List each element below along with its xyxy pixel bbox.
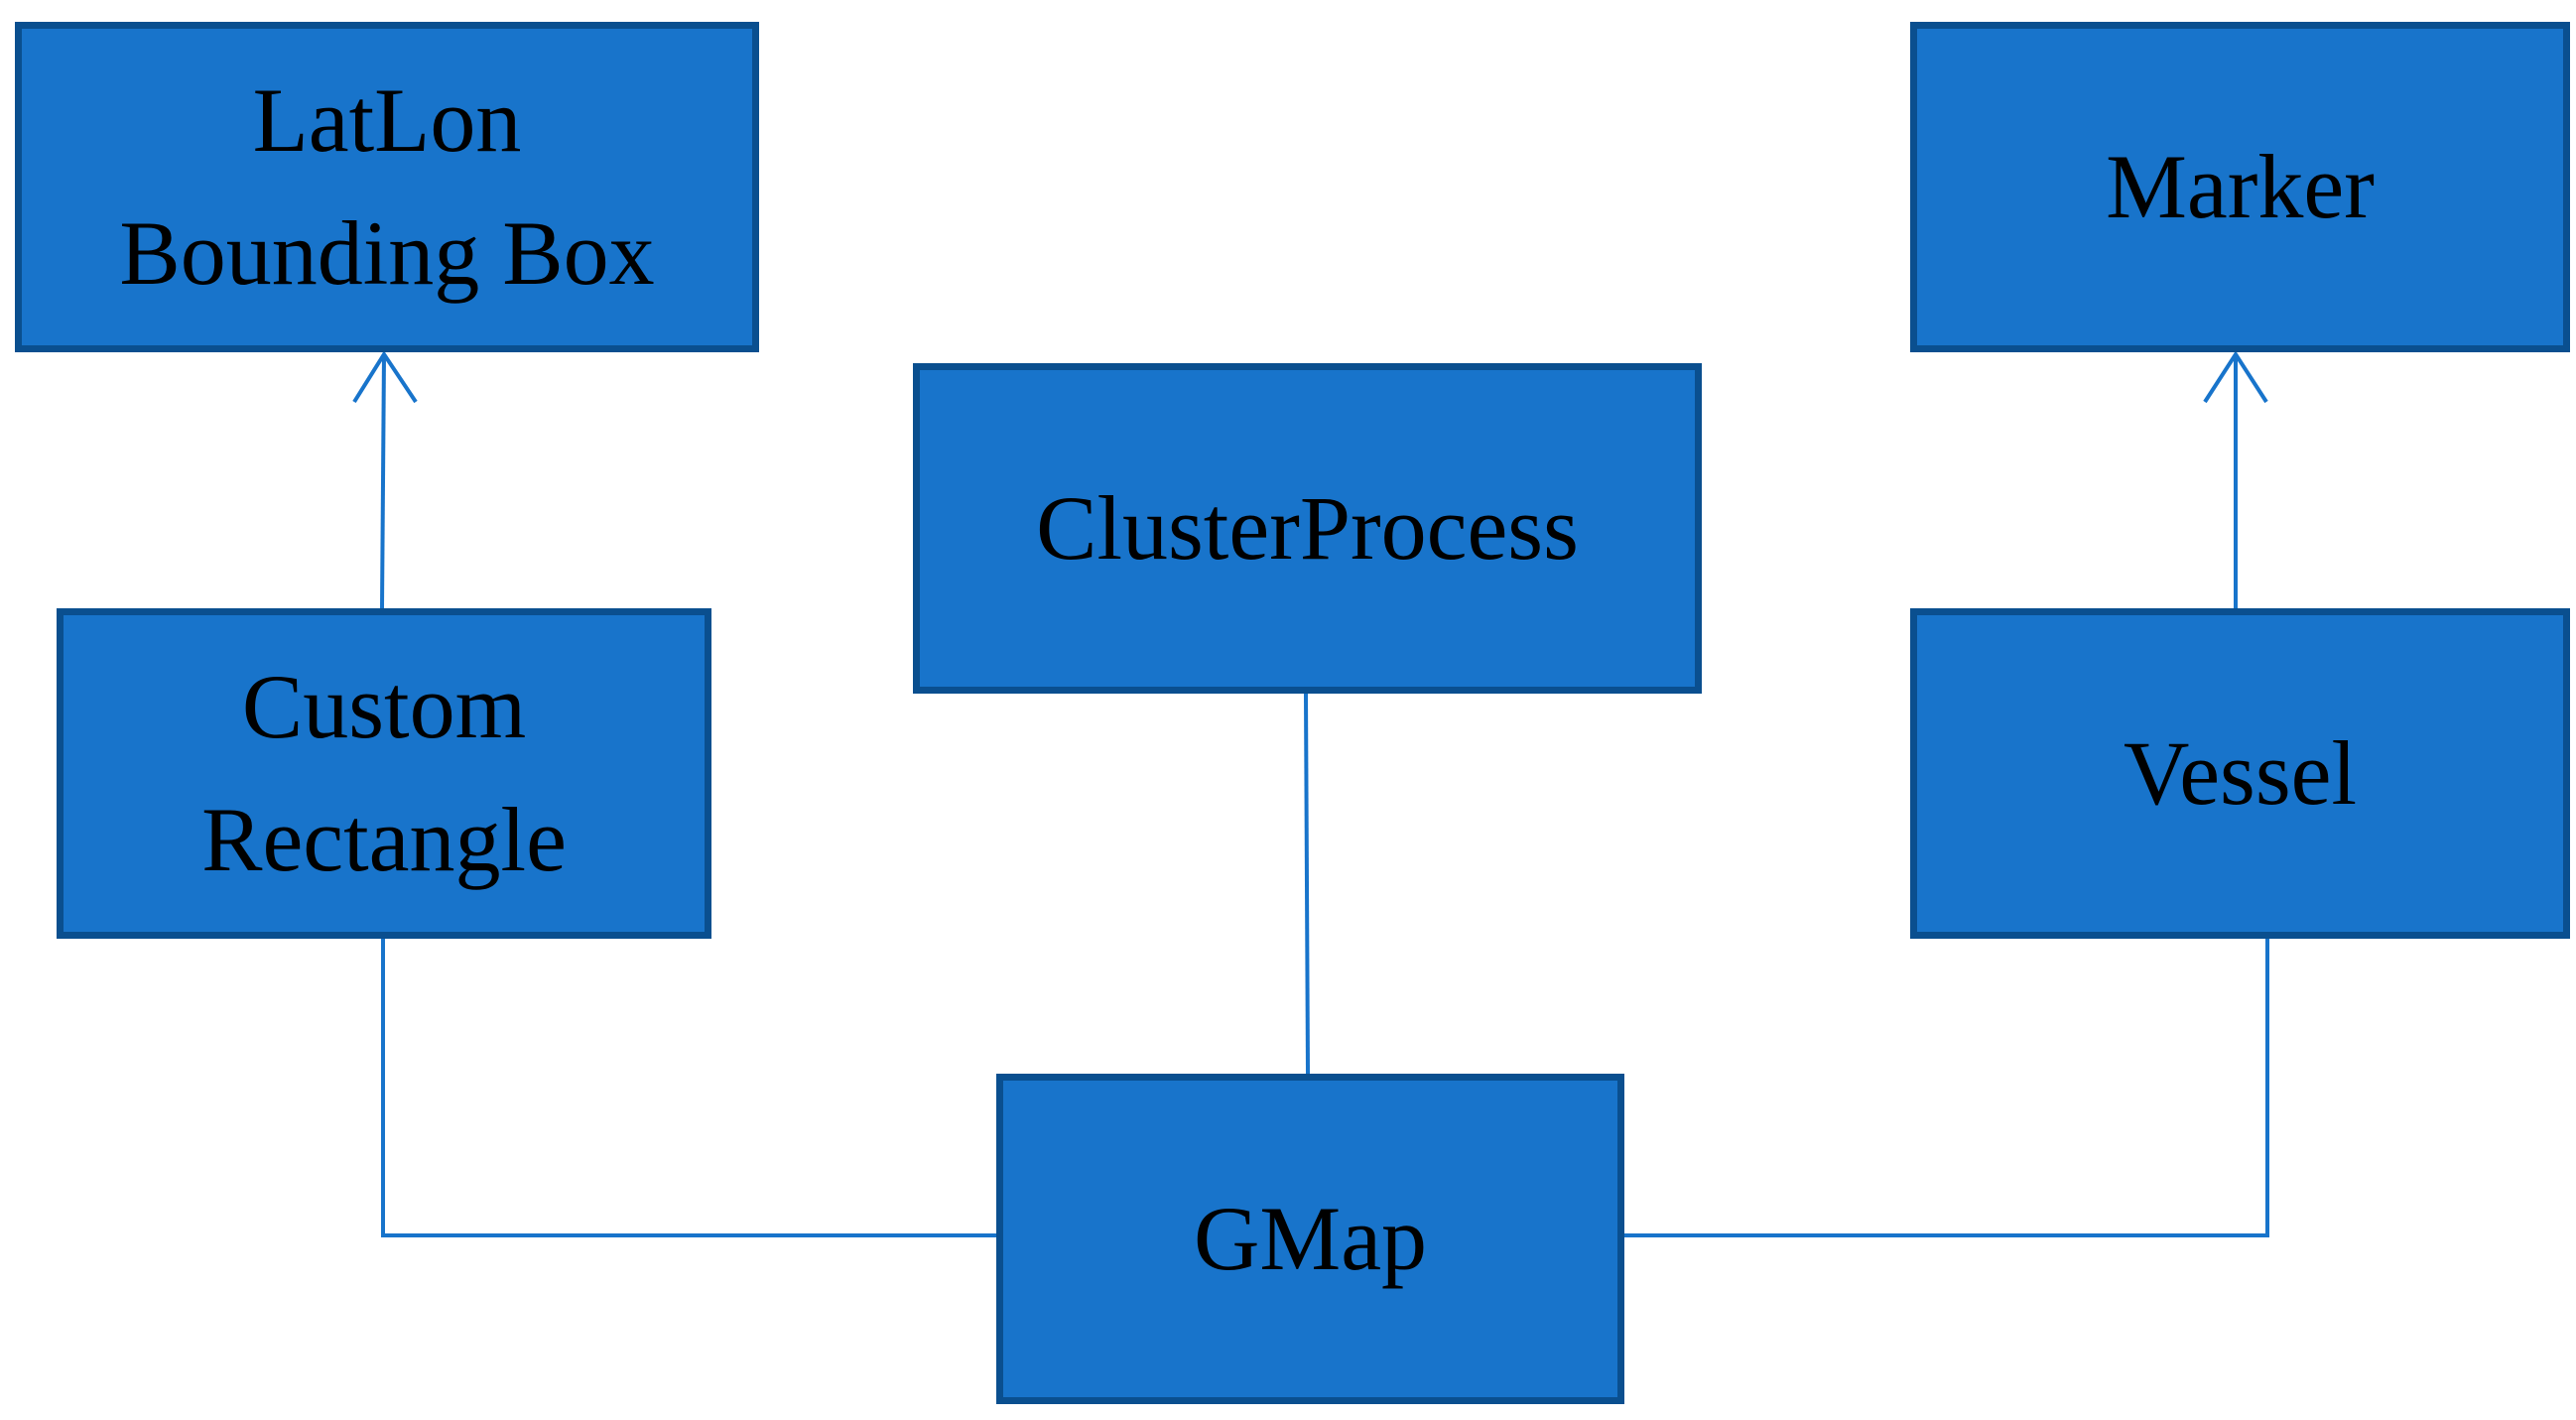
arrowhead-marker-icon: [2203, 350, 2268, 404]
arrowhead-latlon-icon: [352, 350, 418, 404]
node-gmap: GMap: [996, 1074, 1624, 1404]
node-vessel-label: Vessel: [2123, 721, 2358, 824]
node-vessel: Vessel: [1910, 608, 2570, 939]
edge-gmap-to-custom: [381, 939, 996, 1237]
node-custom-line1: Custom: [241, 656, 527, 758]
node-marker-label: Marker: [2106, 135, 2375, 237]
node-latlon-line2: Bounding Box: [119, 201, 655, 304]
node-latlon-bounding-box: LatLon Bounding Box: [15, 22, 759, 352]
node-latlon-line1: LatLon: [252, 69, 522, 172]
node-cluster-process: ClusterProcess: [913, 363, 1702, 694]
node-marker: Marker: [1910, 22, 2570, 352]
edge-custom-to-latlon: [380, 353, 386, 609]
node-gmap-label: GMap: [1193, 1187, 1428, 1289]
node-custom-line2: Rectangle: [201, 788, 567, 890]
node-cluster-label: ClusterProcess: [1036, 476, 1579, 579]
edge-cluster-to-gmap: [1304, 693, 1310, 1075]
edge-gmap-to-vessel: [1624, 939, 2269, 1237]
node-custom-rectangle: Custom Rectangle: [57, 608, 711, 939]
